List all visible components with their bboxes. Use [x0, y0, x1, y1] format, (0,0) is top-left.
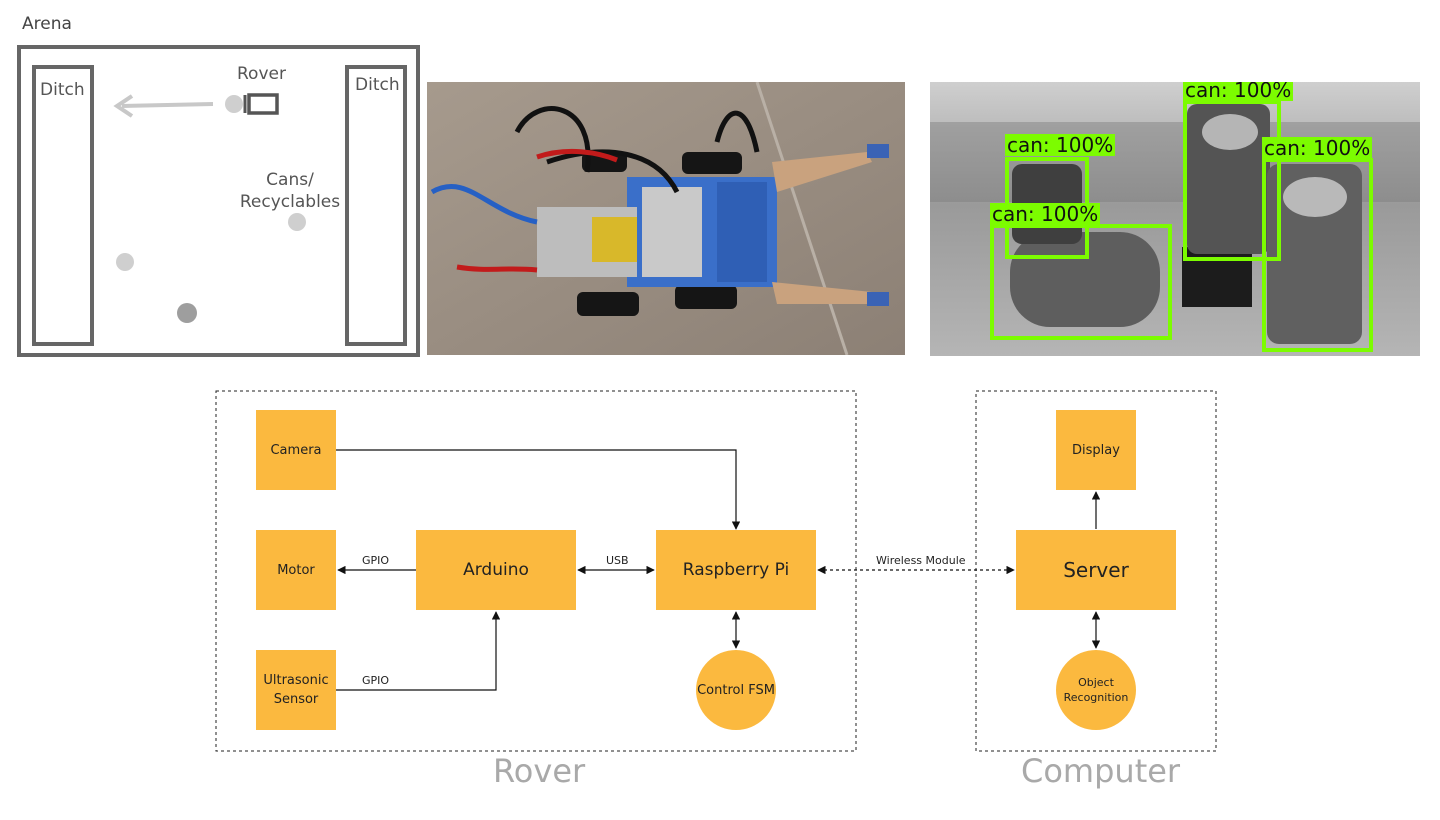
ultrasonic-label-line2: Sensor [273, 692, 319, 707]
detection-label: can: 100% [1183, 82, 1294, 101]
arduino-node: Arduino [416, 530, 576, 610]
object-recognition-node: Object Recognition [1056, 650, 1136, 730]
edge-label-wireless: Wireless Module [876, 554, 966, 567]
detection-label: can: 100% [1005, 133, 1116, 157]
object-recognition-label-line1: Object [1078, 676, 1114, 689]
rover-photo-illustration [427, 82, 905, 355]
arduino-label: Arduino [463, 560, 529, 580]
rover-icon [247, 93, 279, 115]
can-dot [177, 303, 197, 323]
arena-boundary [17, 45, 420, 357]
rover-trail-dot [225, 95, 243, 113]
can-dot [116, 253, 134, 271]
rover-motion-arrowhead [113, 94, 134, 118]
computer-group-label: Computer [1021, 752, 1181, 790]
ditch-right-outline [345, 65, 407, 346]
edge-label-usb: USB [606, 554, 629, 567]
motor-node: Motor [256, 530, 336, 610]
raspberry-pi-node: Raspberry Pi [656, 530, 816, 610]
rover-group-outline [215, 390, 857, 752]
cans-label: Cans/ Recyclables [236, 169, 344, 213]
rover-photo [427, 82, 905, 355]
camera-label: Camera [270, 442, 322, 458]
cans-label-line1: Cans/ [266, 170, 314, 190]
rover-group-label: Rover [493, 752, 586, 790]
rover-motion-arrow [121, 102, 214, 108]
arena-sketch [17, 45, 420, 357]
edge-label-gpio-motor: GPIO [362, 554, 390, 567]
server-node: Server [1016, 530, 1176, 610]
detection-label: can: 100% [990, 202, 1101, 226]
can-dot [288, 213, 306, 231]
raspberry-pi-label: Raspberry Pi [682, 560, 790, 580]
edge-sensor-arduino [336, 611, 501, 691]
detection-box [990, 224, 1172, 340]
object-recognition-label-line2: Recognition [1063, 691, 1129, 704]
detection-box [1183, 100, 1281, 261]
detection-photo: can: 100% can: 100% can: 100% can: 100% [930, 82, 1420, 356]
ditch-left-outline [32, 65, 94, 346]
arena-title: Arena [22, 14, 72, 34]
ultrasonic-sensor-node: Ultrasonic Sensor [256, 650, 336, 730]
detection-box [1262, 158, 1373, 352]
control-fsm-node: Control FSM [696, 650, 776, 730]
display-node: Display [1056, 410, 1136, 490]
ditch-right-label: Ditch [355, 75, 400, 95]
ultrasonic-label-line1: Ultrasonic [263, 673, 329, 688]
server-label: Server [1063, 558, 1129, 582]
edge-label-gpio-sensor: GPIO [362, 674, 390, 687]
control-fsm-label: Control FSM [697, 682, 775, 698]
rover-label: Rover [237, 64, 286, 84]
motor-label: Motor [277, 562, 315, 578]
camera-node: Camera [256, 410, 336, 490]
detection-label: can: 100% [1262, 136, 1373, 160]
edge-camera-pi [336, 449, 741, 530]
ditch-left-label: Ditch [40, 80, 85, 100]
cans-label-line2: Recyclables [239, 192, 341, 212]
display-label: Display [1072, 442, 1120, 458]
